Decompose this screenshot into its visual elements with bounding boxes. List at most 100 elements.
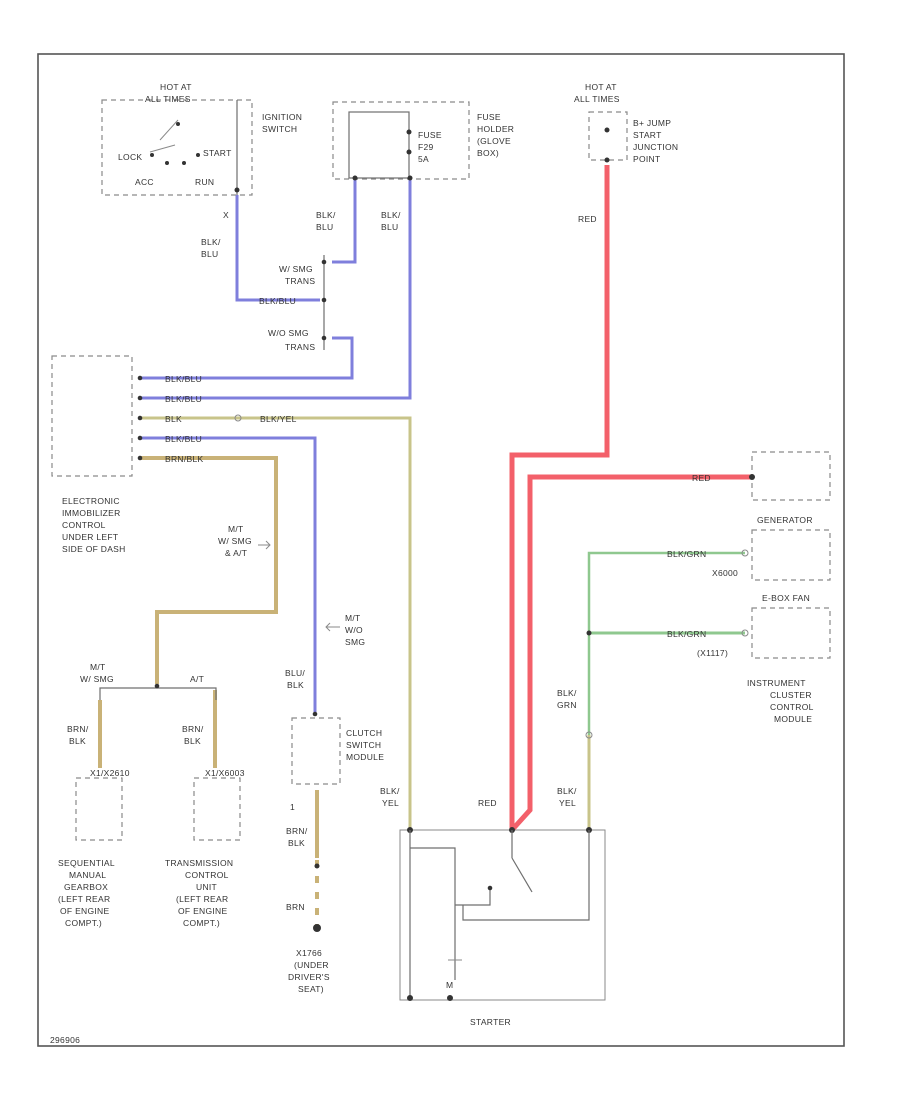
blue-wire-fuse-to-immob	[140, 180, 412, 400]
blk-yel-right-label-2: YEL	[559, 798, 576, 808]
wire-blublu-label-2: BLU	[381, 222, 398, 232]
jump-point-label-1: B+ JUMP	[633, 118, 671, 128]
blk-yel-left-label-2: YEL	[382, 798, 399, 808]
immob-label-3: CONTROL	[62, 520, 106, 530]
blk-grn-label-1: BLK/GRN	[667, 549, 706, 559]
fuse-holder-label-1: FUSE	[477, 112, 501, 122]
blue-wire-wosmg-to-immob	[140, 336, 354, 380]
brn-blk-right-label-1: BRN/	[182, 724, 204, 734]
wire-blkblu-label-a2: BLU	[316, 222, 333, 232]
lock-label: LOCK	[118, 152, 142, 162]
wire-blkblu-label-c2: BLU	[201, 249, 218, 259]
fuse-holder-label-3: (GLOVE	[477, 136, 511, 146]
blu-grn-label-1: BLK/	[557, 688, 577, 698]
seq-label-5: OF ENGINE	[60, 906, 109, 916]
ignition-switch	[101, 99, 253, 196]
brn-label: BRN	[286, 902, 305, 912]
ground-label-4: SEAT)	[298, 984, 324, 994]
x-gen-label: X6000	[712, 568, 738, 578]
run-label: RUN	[195, 177, 214, 187]
red-right-label: RED	[692, 473, 711, 483]
blu-grn-label-2: GRN	[557, 700, 577, 710]
blu-blk-label-2: BLK	[287, 680, 304, 690]
ground-label-2: (UNDER	[294, 960, 329, 970]
clutch-label-2: SWITCH	[346, 740, 381, 750]
red-wire-label-top: RED	[578, 214, 597, 224]
acc-label: ACC	[135, 177, 154, 187]
seq-label-6: COMPT.)	[65, 918, 102, 928]
immob-label-2: IMMOBILIZER	[62, 508, 121, 518]
footer-code: 296906	[50, 1035, 80, 1045]
seq-label-1: SEQUENTIAL	[58, 858, 115, 868]
red-wire-generator-to-starter	[510, 474, 752, 832]
fuse-holder-label-4: BOX)	[477, 148, 499, 158]
starter-label: STARTER	[470, 1017, 511, 1027]
immob-wire2-label: BLK/BLU	[165, 394, 202, 404]
tcu-label-3: UNIT	[196, 882, 217, 892]
brn-blk-clutch-label-2: BLK	[288, 838, 305, 848]
trans-w-smg-label-1: W/ SMG	[279, 264, 313, 274]
brown-wire-immob-to-smg	[140, 456, 278, 684]
red-starter-label: RED	[478, 798, 497, 808]
motor-label: M	[446, 980, 453, 990]
sequential-gearbox	[75, 777, 123, 841]
immob-label-5: SIDE OF DASH	[62, 544, 126, 554]
blue-wire-immob-to-clutch	[140, 436, 317, 712]
seq-label-4: (LEFT REAR	[58, 894, 110, 904]
mt-wo-smg-label-3: SMG	[345, 637, 365, 647]
clutch-switch-module	[291, 711, 341, 785]
trans-wo-smg-label-2: TRANS	[285, 342, 315, 352]
fuse-label-3: 5A	[418, 154, 429, 164]
ic-label-2: CLUSTER	[770, 690, 812, 700]
ground-label-3: DRIVER'S	[288, 972, 330, 982]
red-wire-jump-to-starter	[509, 165, 610, 830]
wires	[98, 165, 752, 926]
smg-at-split	[99, 683, 217, 700]
ic-label-1: INSTRUMENT	[747, 678, 806, 688]
wire-blkblu-label-a1: BLK/	[316, 210, 336, 220]
jump-point-label-3: JUNCTION	[633, 142, 678, 152]
ground-splice-dot	[314, 863, 320, 869]
smg-label-2: W/ SMG	[80, 674, 114, 684]
blk-yel-left-label-1: BLK/	[380, 786, 400, 796]
immob-wire3b-label: BLK/YEL	[260, 414, 297, 424]
smg-label-1: M/T	[90, 662, 106, 672]
fuse-holder-label-2: HOLDER	[477, 124, 514, 134]
hot2-label-2: ALL TIMES	[574, 94, 620, 104]
clutch-pin-label: 1	[290, 802, 295, 812]
immob-label-4: UNDER LEFT	[62, 532, 118, 542]
generator-label: GENERATOR	[757, 515, 813, 525]
immob-wire3-label: BLK	[165, 414, 182, 424]
ignition-switch-label-2: SWITCH	[262, 124, 297, 134]
fuse-label-2: F29	[418, 142, 434, 152]
wire-blkblu-label-c1: BLK/	[201, 237, 221, 247]
brn-blk-right-label-2: BLK	[184, 736, 201, 746]
blue-wire-ign-to-splice	[235, 195, 320, 302]
blk-grn-label-2: BLK/GRN	[667, 629, 706, 639]
mt-wo-smg-label-2: W/O	[345, 625, 363, 635]
generator	[741, 451, 831, 581]
ground-label-1: X1766	[296, 948, 322, 958]
brn-blk-left-label-1: BRN/	[67, 724, 89, 734]
jump-point-label-4: POINT	[633, 154, 660, 164]
conn-right-label: X1/X6003	[205, 768, 245, 778]
jump-start-point	[588, 111, 628, 163]
arrow-mt-wo-smg	[325, 622, 340, 632]
x-ebox-label: (X1117)	[697, 648, 728, 658]
blk-yel-right-label-1: BLK/	[557, 786, 577, 796]
brn-blk-clutch-label-1: BRN/	[286, 826, 308, 836]
start-label: START	[203, 148, 232, 158]
ignition-switch-label-1: IGNITION	[262, 112, 302, 122]
immob-label-1: ELECTRONIC	[62, 496, 120, 506]
tcu-label-4: (LEFT REAR	[176, 894, 228, 904]
immob-wire4-label: BLK/BLU	[165, 434, 202, 444]
immob-wire1-label: BLK/BLU	[165, 374, 202, 384]
brn-blk-left-label-2: BLK	[69, 736, 86, 746]
ebox-fan-label: E-BOX FAN	[762, 593, 810, 603]
tcu-label-6: COMPT.)	[183, 918, 220, 928]
yellow-wire-immob-to-starter	[140, 416, 412, 830]
starter	[399, 827, 606, 1001]
immobilizer-control	[51, 355, 242, 477]
mt-smg-at-label-1: M/T	[228, 524, 244, 534]
